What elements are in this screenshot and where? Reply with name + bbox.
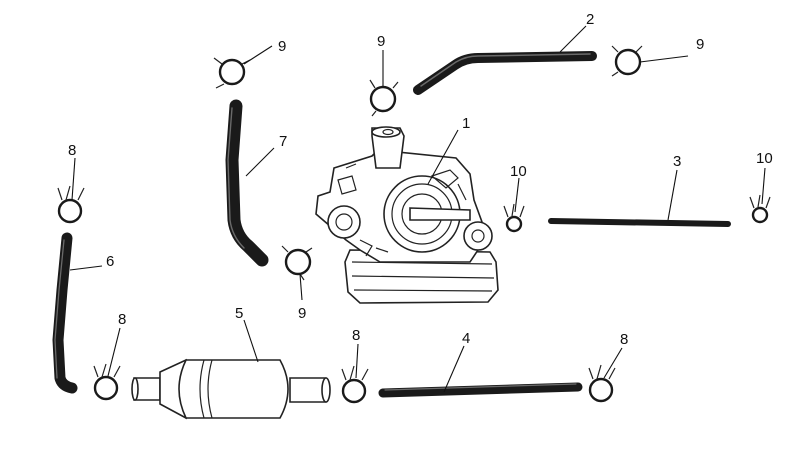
- callout-8-bottom-left: 8: [118, 311, 126, 328]
- clamp-10-left: [503, 203, 525, 233]
- clamp-8-center: [341, 365, 369, 404]
- hose-part-7: [225, 99, 269, 267]
- callout-10-right: 10: [756, 150, 773, 167]
- hose-part-3: [548, 218, 731, 227]
- leader-lines: [69, 25, 766, 393]
- callout-5: 5: [235, 305, 243, 322]
- callout-9-lower: 9: [298, 305, 306, 322]
- hose-part-4: [378, 382, 583, 398]
- clamp-8-right: [588, 364, 616, 403]
- clamp-9-center: [369, 79, 399, 117]
- callout-6: 6: [106, 253, 114, 270]
- clamp-10-right: [749, 194, 771, 224]
- callout-9-left: 9: [278, 38, 286, 55]
- callout-4: 4: [462, 330, 470, 347]
- callout-9-right: 9: [696, 36, 704, 53]
- callout-7: 7: [279, 133, 287, 150]
- hose-part-2: [413, 51, 597, 95]
- callout-2: 2: [586, 11, 594, 28]
- clamp-9-right: [611, 45, 643, 77]
- fuel-filter-part: [131, 358, 331, 420]
- clamp-9-lower: [281, 245, 313, 281]
- callout-3: 3: [673, 153, 681, 170]
- callout-8-right: 8: [620, 331, 628, 348]
- clamp-8-bottom-left: [93, 363, 121, 401]
- callout-8-top-left: 8: [68, 142, 76, 159]
- callout-9-center: 9: [377, 33, 385, 50]
- fuel-valve-part: [315, 126, 499, 304]
- clamp-9-left: [213, 57, 251, 89]
- callout-8-center: 8: [352, 327, 360, 344]
- callout-1: 1: [462, 115, 470, 132]
- clamp-8-top-left: [57, 185, 85, 224]
- hose-part-6: [52, 232, 78, 394]
- callout-10-left: 10: [510, 163, 527, 180]
